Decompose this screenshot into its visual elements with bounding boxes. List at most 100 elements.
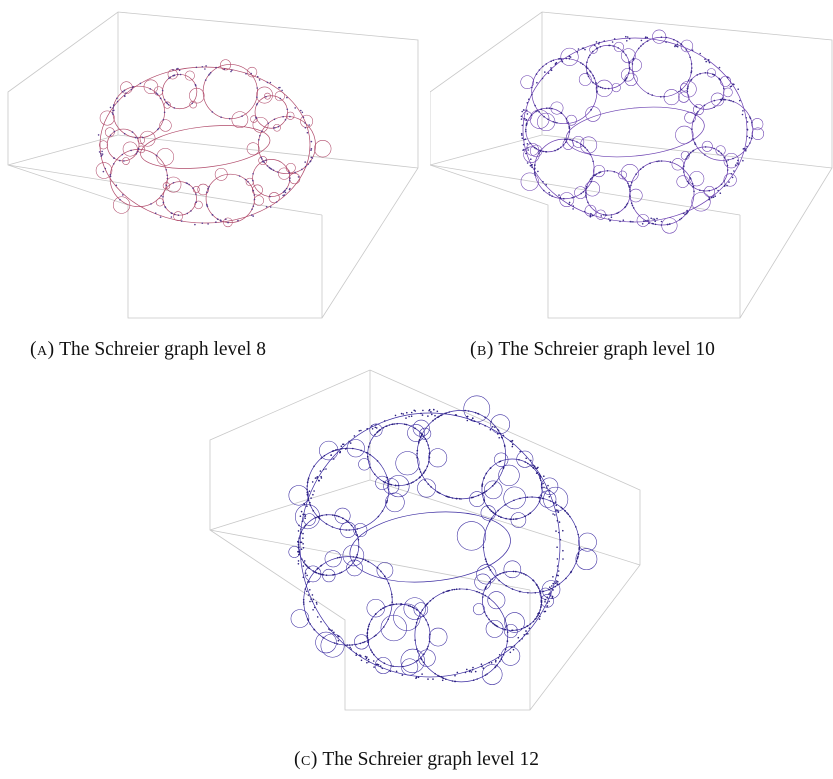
- graph-vertex: [349, 647, 351, 649]
- graph-vertex: [506, 625, 508, 627]
- graph-cycle-small: [621, 164, 638, 181]
- graph-vertex: [649, 163, 651, 165]
- graph-vertex: [614, 38, 616, 40]
- graph-vertex: [301, 558, 303, 560]
- graph-vertex: [256, 104, 258, 106]
- graph-vertex: [471, 419, 473, 421]
- graph-vertex: [418, 441, 420, 443]
- graph-vertex: [180, 74, 182, 76]
- graph-vertex: [310, 497, 312, 499]
- graph-vertex: [518, 637, 520, 639]
- graph-vertex: [739, 100, 741, 102]
- graph-vertex: [658, 160, 660, 162]
- graph-vertex: [165, 169, 167, 171]
- graph-vertex: [301, 542, 303, 544]
- graph-vertex: [526, 119, 528, 121]
- graph-vertex: [491, 510, 493, 512]
- graph-vertex: [307, 132, 309, 134]
- graph-vertex: [583, 145, 585, 147]
- graph-vertex: [612, 45, 614, 47]
- graph-vertex: [555, 530, 557, 532]
- graph-vertex: [364, 641, 366, 643]
- graph-vertex: [302, 537, 304, 539]
- graph-vertex: [546, 487, 548, 489]
- graph-vertex: [553, 502, 555, 504]
- graph-vertex: [324, 455, 326, 457]
- graph-vertex: [113, 157, 115, 159]
- graph-vertex: [447, 496, 449, 498]
- graph-vertex: [489, 521, 491, 523]
- graph-vertex: [647, 93, 649, 95]
- graph-vertex: [423, 436, 425, 438]
- graph-vertex: [531, 167, 533, 169]
- graph-vertex: [432, 678, 434, 680]
- graph-vertex: [408, 483, 410, 485]
- graph-vertex: [410, 605, 412, 607]
- graph-vertex: [309, 568, 311, 570]
- graph-vertex: [513, 500, 515, 502]
- graph-vertex: [552, 513, 554, 515]
- graph-vertex: [539, 478, 541, 480]
- graph-vertex: [573, 196, 575, 198]
- graph-vertex: [444, 413, 446, 415]
- graph-vertex: [393, 604, 395, 606]
- graph-vertex: [723, 88, 725, 90]
- graph-vertex: [731, 85, 733, 87]
- graph-vertex: [208, 186, 210, 188]
- graph-cycle-small: [579, 73, 591, 85]
- graph-vertex: [440, 676, 442, 678]
- subfigure-c: [195, 360, 655, 725]
- graph-vertex: [400, 603, 402, 605]
- graph-vertex: [592, 51, 594, 53]
- graph-vertex: [430, 486, 432, 488]
- graph-vertex: [482, 493, 484, 495]
- graph-cycle-small: [232, 112, 248, 128]
- graph-vertex: [342, 518, 344, 520]
- graph-vertex: [251, 214, 253, 216]
- graph-vertex: [487, 563, 489, 565]
- graph-vertex: [511, 630, 513, 632]
- graph-vertex: [481, 666, 483, 668]
- graph-vertex: [484, 611, 486, 613]
- graph-cycle-small: [275, 91, 285, 101]
- graph-vertex: [561, 59, 563, 61]
- graph-vertex: [374, 636, 376, 638]
- graph-vertex: [367, 458, 369, 460]
- graph-vertex: [416, 457, 418, 459]
- graph-vertex: [195, 193, 197, 195]
- graph-vertex: [546, 63, 548, 65]
- graph-cycle-small: [486, 620, 503, 637]
- graph-vertex: [142, 137, 144, 139]
- graph-cycle-small: [99, 141, 107, 149]
- graph-vertex: [385, 425, 387, 427]
- graph-vertex: [684, 214, 686, 216]
- graph-vertex: [419, 439, 421, 441]
- graph-vertex: [300, 528, 302, 530]
- graph-vertex: [735, 164, 737, 166]
- graph-vertex: [202, 66, 204, 68]
- graph-vertex: [497, 574, 499, 576]
- graph-vertex: [476, 678, 478, 680]
- graph-cycle-small: [385, 493, 404, 512]
- graph-vertex: [362, 558, 364, 560]
- graph-vertex: [368, 626, 370, 628]
- graph-vertex: [523, 109, 525, 111]
- graph-vertex: [123, 160, 125, 162]
- graph-vertex: [494, 667, 496, 669]
- graph-vertex: [523, 144, 525, 146]
- graph-vertex: [554, 122, 556, 124]
- graph-vertex: [645, 36, 647, 38]
- graph-vertex: [325, 468, 327, 470]
- graph-vertex: [580, 193, 582, 195]
- graph-vertex: [542, 181, 544, 183]
- graph-vertex: [177, 68, 179, 70]
- graph-vertex: [728, 100, 730, 102]
- graph-vertex: [408, 605, 410, 607]
- graph-vertex: [501, 436, 503, 438]
- graph-vertex: [112, 110, 114, 112]
- graph-vertex: [521, 134, 523, 136]
- graph-vertex: [309, 490, 311, 492]
- graph-vertex: [315, 477, 317, 479]
- graph-vertex: [350, 648, 352, 650]
- graph-vertex: [315, 517, 317, 519]
